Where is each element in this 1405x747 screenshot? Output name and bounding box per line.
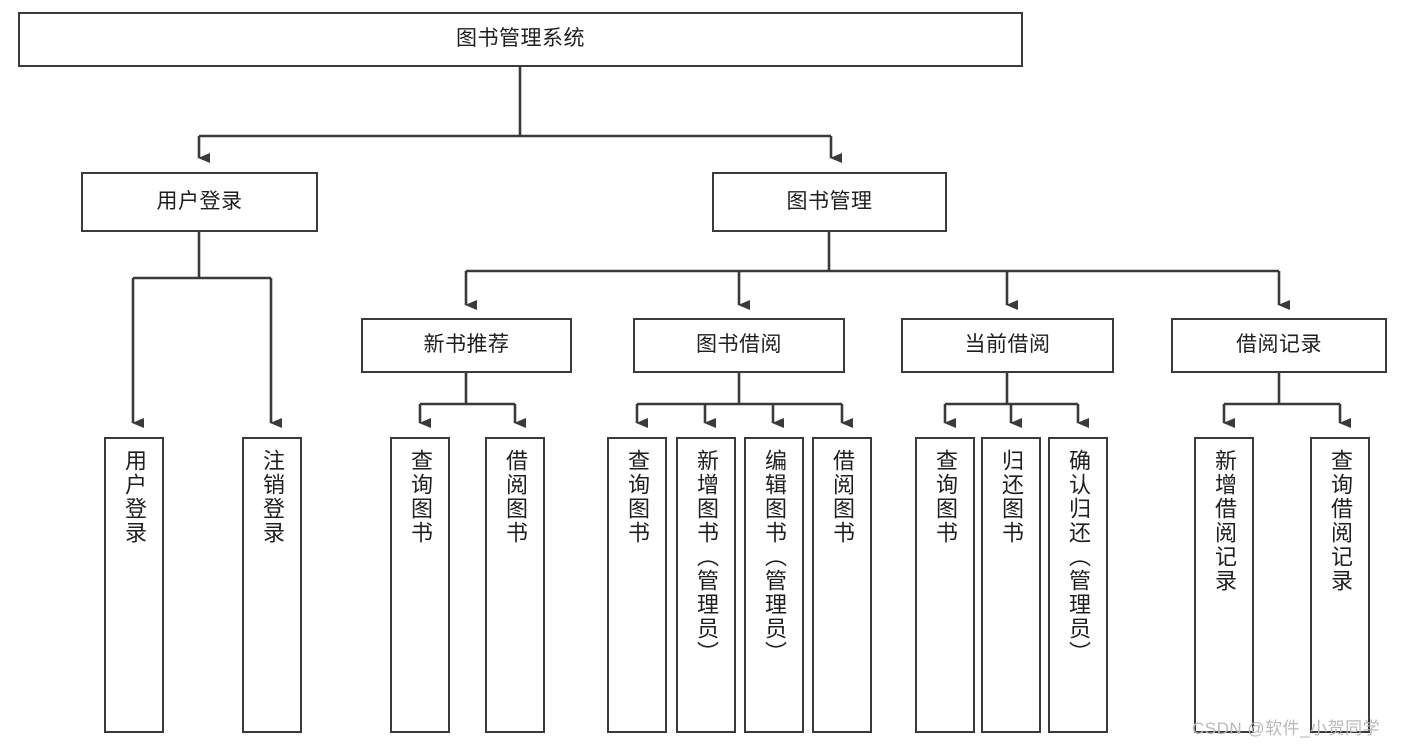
node-leaf-query-book-3[interactable]: 查询图书	[915, 437, 975, 733]
node-user-login[interactable]: 用户登录	[81, 172, 318, 232]
node-leaf-return-book-label: 归还图书	[999, 449, 1024, 545]
node-leaf-borrow-book-2[interactable]: 借阅图书	[812, 437, 872, 733]
node-book-borrow-label: 图书借阅	[696, 333, 782, 357]
node-borrow-record[interactable]: 借阅记录	[1171, 318, 1387, 373]
node-leaf-query-book-2[interactable]: 查询图书	[607, 437, 667, 733]
node-leaf-user-login[interactable]: 用户登录	[104, 437, 164, 733]
node-leaf-borrow-book-1[interactable]: 借阅图书	[485, 437, 545, 733]
node-current-borrow-label: 当前借阅	[964, 333, 1051, 357]
node-root-label: 图书管理系统	[456, 27, 585, 51]
node-leaf-confirm-return-label: 确认归还（管理员）	[1066, 449, 1091, 665]
node-leaf-add-book-label: 新增图书（管理员）	[694, 449, 719, 665]
node-leaf-add-book[interactable]: 新增图书（管理员）	[676, 437, 736, 733]
node-leaf-add-record-label: 新增借阅记录	[1212, 449, 1237, 593]
node-leaf-query-book-1-label: 查询图书	[408, 449, 433, 545]
node-new-book-recommend[interactable]: 新书推荐	[361, 318, 572, 373]
node-leaf-user-logout[interactable]: 注销登录	[242, 437, 302, 733]
node-leaf-user-logout-label: 注销登录	[260, 449, 285, 545]
node-current-borrow[interactable]: 当前借阅	[901, 318, 1114, 373]
node-leaf-query-record[interactable]: 查询借阅记录	[1310, 437, 1370, 733]
node-leaf-borrow-book-1-label: 借阅图书	[503, 449, 528, 545]
node-leaf-edit-book[interactable]: 编辑图书（管理员）	[744, 437, 804, 733]
node-leaf-borrow-book-2-label: 借阅图书	[830, 449, 855, 545]
node-new-book-recommend-label: 新书推荐	[423, 333, 510, 357]
node-leaf-user-login-label: 用户登录	[122, 449, 147, 545]
node-root[interactable]: 图书管理系统	[18, 12, 1023, 67]
node-book-borrow[interactable]: 图书借阅	[633, 318, 845, 373]
node-book-manage[interactable]: 图书管理	[712, 172, 947, 232]
node-leaf-query-book-1[interactable]: 查询图书	[390, 437, 450, 733]
node-leaf-add-record[interactable]: 新增借阅记录	[1194, 437, 1254, 733]
node-leaf-return-book[interactable]: 归还图书	[981, 437, 1041, 733]
node-borrow-record-label: 借阅记录	[1236, 333, 1322, 357]
node-user-login-label: 用户登录	[156, 189, 243, 213]
node-leaf-edit-book-label: 编辑图书（管理员）	[762, 449, 787, 665]
node-leaf-confirm-return[interactable]: 确认归还（管理员）	[1048, 437, 1108, 733]
csdn-watermark: CSDN @软件_小贺同学	[1192, 719, 1381, 738]
node-leaf-query-record-label: 查询借阅记录	[1328, 449, 1353, 593]
node-leaf-query-book-3-label: 查询图书	[933, 449, 958, 545]
node-book-manage-label: 图书管理	[786, 189, 873, 213]
node-leaf-query-book-2-label: 查询图书	[625, 449, 650, 545]
